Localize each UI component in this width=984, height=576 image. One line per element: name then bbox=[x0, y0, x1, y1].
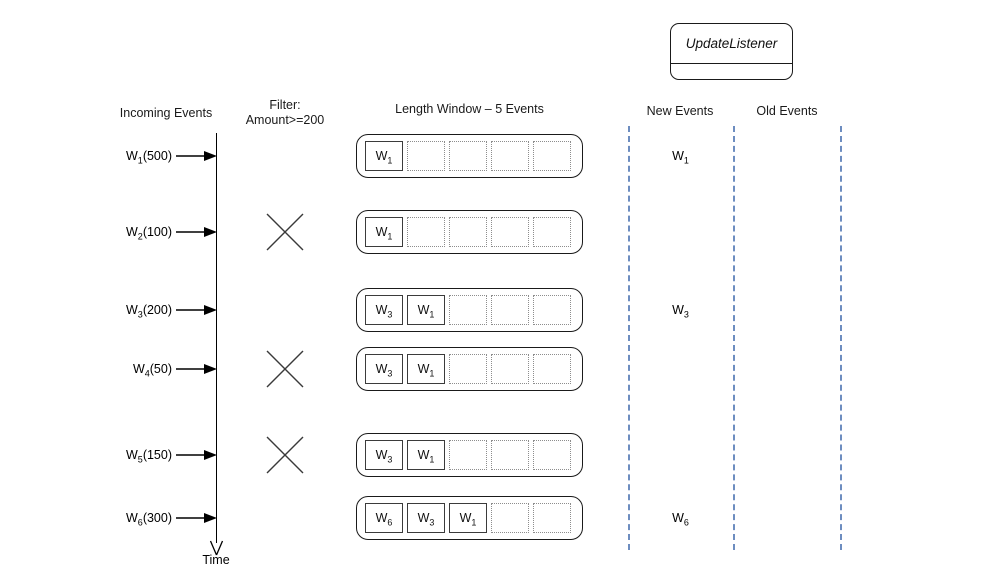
incoming-event-label: W1(500) bbox=[125, 149, 172, 166]
incoming-event-label: W5(150) bbox=[125, 448, 172, 465]
window-cell-filled: W3 bbox=[365, 354, 403, 384]
update-listener-box: UpdateListener bbox=[670, 23, 793, 80]
window-cell-filled: W1 bbox=[407, 354, 445, 384]
window-cell-empty bbox=[491, 440, 529, 470]
lane-new-events-left bbox=[628, 126, 630, 550]
window-cell-filled: W1 bbox=[365, 217, 403, 247]
window-cell-filled: W3 bbox=[407, 503, 445, 533]
new-event-output-label: W3 bbox=[672, 303, 689, 320]
window-cell-empty bbox=[449, 440, 487, 470]
filter-header-line1: Filter: bbox=[269, 98, 301, 112]
window-cell-empty bbox=[533, 295, 571, 325]
window-cell-empty bbox=[449, 295, 487, 325]
column-header-length-window: Length Window – 5 Events bbox=[395, 102, 544, 116]
column-header-new-events: New Events bbox=[646, 104, 714, 118]
incoming-event-label: W6(300) bbox=[125, 511, 172, 528]
incoming-event-label: W4(50) bbox=[132, 362, 172, 379]
window-cell-filled: W1 bbox=[449, 503, 487, 533]
window-cell-empty bbox=[533, 440, 571, 470]
column-header-incoming-events: Incoming Events bbox=[119, 106, 213, 120]
incoming-event-arrow-icon bbox=[176, 304, 218, 316]
update-listener-title: UpdateListener bbox=[671, 24, 792, 64]
window-cell-empty bbox=[491, 295, 529, 325]
timeline-axis bbox=[216, 133, 217, 543]
filter-header-line2: Amount>=200 bbox=[245, 113, 325, 127]
column-header-old-events: Old Events bbox=[756, 104, 818, 118]
window-cell-empty bbox=[449, 141, 487, 171]
length-window-row: W1 bbox=[356, 210, 583, 254]
filter-reject-x-icon bbox=[264, 348, 306, 390]
incoming-event-arrow-icon bbox=[176, 363, 218, 375]
window-cell-filled: W1 bbox=[365, 141, 403, 171]
window-cell-empty bbox=[449, 217, 487, 247]
window-cell-empty bbox=[449, 354, 487, 384]
timeline-arrowhead-icon bbox=[208, 536, 225, 561]
window-cell-filled: W3 bbox=[365, 440, 403, 470]
column-header-filter: Filter: Amount>=200 bbox=[230, 98, 340, 128]
window-cell-empty bbox=[533, 503, 571, 533]
window-cell-empty bbox=[407, 217, 445, 247]
window-cell-empty bbox=[491, 217, 529, 247]
window-cell-filled: W1 bbox=[407, 295, 445, 325]
window-cell-filled: W3 bbox=[365, 295, 403, 325]
window-cell-empty bbox=[533, 141, 571, 171]
length-window-row: W1 bbox=[356, 134, 583, 178]
window-cell-empty bbox=[491, 503, 529, 533]
incoming-event-label: W2(100) bbox=[125, 225, 172, 242]
incoming-event-arrow-icon bbox=[176, 226, 218, 238]
filter-reject-x-icon bbox=[264, 211, 306, 253]
new-event-output-label: W1 bbox=[672, 149, 689, 166]
lane-new-events-right bbox=[733, 126, 735, 550]
window-cell-filled: W6 bbox=[365, 503, 403, 533]
new-event-output-label: W6 bbox=[672, 511, 689, 528]
incoming-event-arrow-icon bbox=[176, 150, 218, 162]
window-cell-empty bbox=[407, 141, 445, 171]
window-cell-empty bbox=[491, 141, 529, 171]
incoming-event-arrow-icon bbox=[176, 512, 218, 524]
update-listener-body bbox=[671, 64, 792, 80]
timeline-label: Time bbox=[202, 553, 230, 567]
window-cell-filled: W1 bbox=[407, 440, 445, 470]
window-cell-empty bbox=[533, 217, 571, 247]
incoming-event-label: W3(200) bbox=[125, 303, 172, 320]
lane-old-events-right bbox=[840, 126, 842, 550]
incoming-event-arrow-icon bbox=[176, 449, 218, 461]
filter-reject-x-icon bbox=[264, 434, 306, 476]
window-cell-empty bbox=[491, 354, 529, 384]
window-cell-empty bbox=[533, 354, 571, 384]
